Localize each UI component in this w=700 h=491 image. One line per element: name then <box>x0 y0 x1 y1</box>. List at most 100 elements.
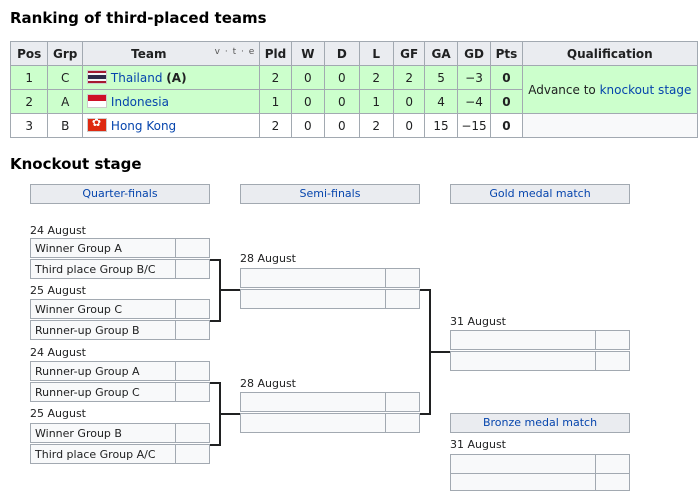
bracket-score <box>595 330 630 350</box>
bracket-team: Winner Group C <box>30 299 176 319</box>
row-w: 0 <box>290 65 326 90</box>
row-gf: 0 <box>392 113 426 138</box>
ranking-table: Pos Grp v · t · e Team Pld W D L GF GA G… <box>9 41 699 138</box>
bracket-score <box>175 382 210 402</box>
col-team[interactable]: v · t · e Team <box>81 41 261 66</box>
row-d: 0 <box>324 65 360 90</box>
row-d: 0 <box>324 113 360 138</box>
qualification-text: Advance to <box>528 82 600 97</box>
row-team: Thailand (A) <box>81 65 261 90</box>
bracket-score <box>175 320 210 340</box>
bracket-connector <box>219 289 240 291</box>
round-header-quarter-finals[interactable]: Quarter-finals <box>30 184 210 204</box>
row-pts: 0 <box>490 89 523 114</box>
col-ga[interactable]: GA <box>424 41 458 66</box>
col-d[interactable]: D <box>324 41 360 66</box>
qualification-cell-empty <box>521 113 699 138</box>
bracket-team-empty <box>450 454 596 474</box>
bracket-score <box>385 392 420 412</box>
bracket-team: Winner Group B <box>30 423 176 443</box>
bracket-team-empty <box>240 289 386 309</box>
row-ga: 15 <box>424 113 458 138</box>
bracket-team-empty <box>240 413 386 433</box>
row-grp: A <box>47 89 83 114</box>
bracket-score <box>595 454 630 474</box>
team-suffix: (A) <box>166 71 187 85</box>
bracket-team-empty <box>450 351 596 371</box>
match-date: 28 August <box>240 377 296 390</box>
row-l: 2 <box>358 113 394 138</box>
row-grp: C <box>47 65 83 90</box>
bracket-connector <box>420 413 430 415</box>
bracket-connector <box>219 413 240 415</box>
col-l[interactable]: L <box>358 41 394 66</box>
row-gd: −15 <box>456 113 492 138</box>
bracket-score <box>175 259 210 279</box>
col-team-label: Team <box>131 46 167 61</box>
col-pos[interactable]: Pos <box>9 41 49 66</box>
bracket-team: Runner-up Group A <box>30 361 176 381</box>
row-pts: 0 <box>490 113 523 138</box>
bracket-team-empty <box>450 473 596 491</box>
match-date: 24 August <box>30 346 86 359</box>
bracket-score <box>385 268 420 288</box>
row-gf: 0 <box>392 89 426 114</box>
bracket-connector <box>210 444 220 446</box>
qualification-cell: Advance to knockout stage <box>521 65 699 114</box>
row-pos: 1 <box>9 65 49 90</box>
row-l: 1 <box>358 89 394 114</box>
bracket-score <box>175 361 210 381</box>
bracket-team: Third place Group A/C <box>30 444 176 464</box>
row-pld: 2 <box>259 65 292 90</box>
bracket-score <box>385 289 420 309</box>
col-pts[interactable]: Pts <box>490 41 523 66</box>
bracket-connector <box>429 351 450 353</box>
bracket-score <box>175 238 210 258</box>
col-pld[interactable]: Pld <box>259 41 292 66</box>
col-gf[interactable]: GF <box>392 41 426 66</box>
bracket-team-empty <box>240 392 386 412</box>
team-link[interactable]: Thailand <box>110 71 163 85</box>
bracket-team: Runner-up Group B <box>30 320 176 340</box>
team-link[interactable]: Hong Kong <box>110 119 177 133</box>
row-team: Indonesia <box>81 89 261 114</box>
row-gd: −3 <box>456 65 492 90</box>
bracket-score <box>175 444 210 464</box>
bracket-connector <box>420 289 430 291</box>
col-w[interactable]: W <box>290 41 326 66</box>
round-header-gold-medal[interactable]: Gold medal match <box>450 184 630 204</box>
row-pts: 0 <box>490 65 523 90</box>
col-grp[interactable]: Grp <box>47 41 83 66</box>
bracket-team: Winner Group A <box>30 238 176 258</box>
match-date: 25 August <box>30 284 86 297</box>
match-date: 25 August <box>30 407 86 420</box>
row-ga: 5 <box>424 65 458 90</box>
row-w: 0 <box>290 113 326 138</box>
row-ga: 4 <box>424 89 458 114</box>
table-row: 2 A Indonesia 1 0 0 1 0 4 −4 0 <box>9 89 698 114</box>
bracket-team: Third place Group B/C <box>30 259 176 279</box>
match-date: 31 August <box>450 438 506 451</box>
bracket-score <box>595 473 630 491</box>
row-l: 2 <box>358 65 394 90</box>
match-date: 28 August <box>240 252 296 265</box>
ranking-header-row: Pos Grp v · t · e Team Pld W D L GF GA G… <box>9 41 699 66</box>
bracket-score <box>595 351 630 371</box>
bracket-score <box>385 413 420 433</box>
row-d: 0 <box>324 89 360 114</box>
row-w: 0 <box>290 89 326 114</box>
round-header-semi-finals[interactable]: Semi-finals <box>240 184 420 204</box>
thailand-flag-icon <box>86 70 107 84</box>
col-gd[interactable]: GD <box>456 41 492 66</box>
bracket-connector <box>210 320 220 322</box>
row-pld: 2 <box>259 113 292 138</box>
team-link[interactable]: Indonesia <box>110 95 169 109</box>
bracket-connector <box>210 382 220 384</box>
bracket-team-empty <box>240 268 386 288</box>
bracket-team-empty <box>450 330 596 350</box>
round-header-bronze-medal[interactable]: Bronze medal match <box>450 413 630 433</box>
vte-links[interactable]: v · t · e <box>214 46 256 57</box>
knockout-stage-link[interactable]: knockout stage <box>599 82 692 97</box>
bracket-connector <box>210 259 220 261</box>
row-gf: 2 <box>392 65 426 90</box>
